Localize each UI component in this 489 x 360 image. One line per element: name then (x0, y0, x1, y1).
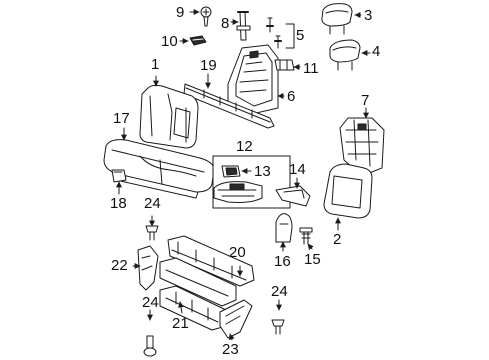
part-15-bolt (299, 227, 313, 245)
callout-24-left: 24 (142, 294, 159, 311)
callout-21: 21 (172, 315, 189, 332)
callout-8: 8 (221, 15, 230, 32)
part-23-trim (219, 299, 253, 339)
callout-9: 9 (176, 4, 185, 21)
part-9-screw (200, 6, 212, 27)
callout-17: 17 (113, 110, 130, 127)
leader-lines (116, 9, 371, 341)
callout-4: 4 (372, 43, 381, 60)
callout-19: 19 (200, 57, 217, 74)
part-24-fastener-bottom-right (271, 319, 285, 335)
part-10-clip (189, 35, 207, 46)
part-17-seat-cushion (103, 139, 215, 199)
part-19-support-bar (183, 83, 275, 129)
callout-12: 12 (236, 138, 253, 155)
callout-24-right: 24 (271, 283, 288, 300)
part-2-right-seatback (323, 163, 373, 219)
part-16-cap (275, 213, 293, 243)
callout-15: 15 (304, 251, 321, 268)
part-6-seatback-frame (227, 44, 279, 115)
callout-7: 7 (361, 92, 370, 109)
callout-20: 20 (229, 244, 246, 261)
part-13-cupholder (213, 165, 263, 203)
part-5-bolts (266, 17, 295, 49)
callout-14: 14 (289, 161, 306, 178)
part-7-right-frame (339, 117, 385, 177)
part-1-seat-back (139, 84, 199, 149)
part-20-cushion-frame (159, 235, 255, 307)
callout-3: 3 (364, 7, 373, 24)
callout-11: 11 (303, 60, 319, 77)
callout-2: 2 (333, 231, 342, 248)
callout-16: 16 (274, 253, 291, 270)
part-8-headrest-guide (236, 11, 251, 41)
callout-10: 10 (161, 33, 178, 50)
part-11-bracket (274, 59, 295, 71)
callout-23: 23 (222, 341, 239, 358)
callout-1: 1 (151, 56, 160, 73)
callout-13: 13 (254, 163, 271, 180)
callout-22: 22 (111, 257, 128, 274)
part-22-side-bracket (137, 245, 159, 291)
part-24-fastener-top (145, 225, 159, 241)
part-18-clip (111, 169, 127, 183)
part-4-headrest (329, 39, 361, 71)
callout-18: 18 (110, 195, 127, 212)
part-3-headrest (321, 3, 353, 35)
callout-5: 5 (296, 27, 305, 44)
callout-24-top: 24 (144, 195, 161, 212)
part-24-fastener-bottom-left (143, 335, 157, 357)
callout-6: 6 (287, 88, 296, 105)
